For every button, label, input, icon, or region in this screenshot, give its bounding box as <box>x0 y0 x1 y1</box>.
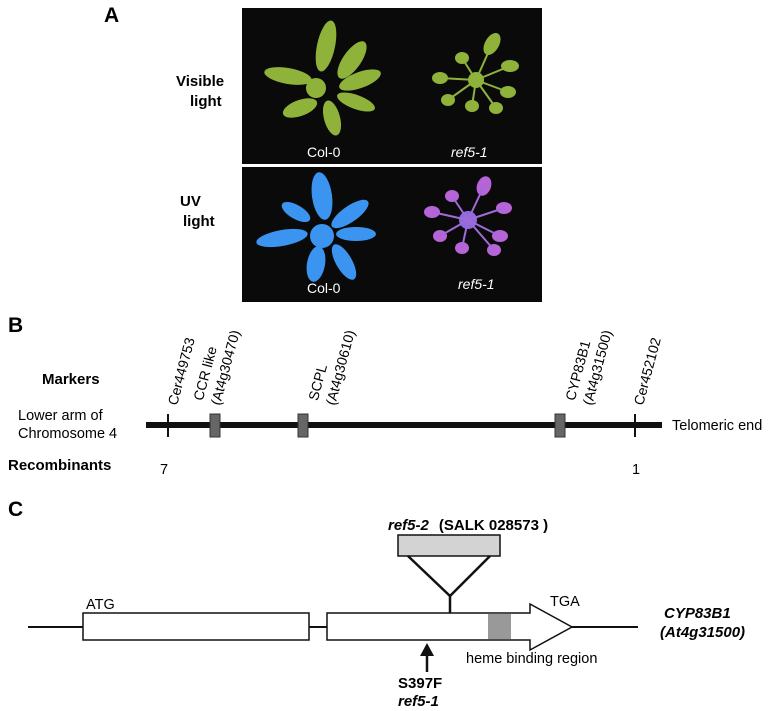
marker-label-cer452102: Cer452102 <box>630 336 663 407</box>
photo-divider <box>242 164 542 167</box>
insertion-line-id: (SALK 028573 ) <box>439 517 548 534</box>
chromosome-label-line2: Chromosome 4 <box>18 426 117 442</box>
recombinant-count-left: 7 <box>160 462 168 478</box>
visible-col0-label: Col-0 <box>307 144 341 160</box>
gene-name: CYP83B1 <box>664 605 731 622</box>
col0-visible-plant <box>264 20 381 136</box>
marker-box-cyp83b1 <box>554 413 566 438</box>
mutation-arrow-head <box>420 643 434 656</box>
gene-locus: (At4g31500) <box>660 624 745 641</box>
uv-ref5-1-label: ref5-1 <box>458 276 495 292</box>
mutation-allele-label: ref5-1 <box>398 693 439 710</box>
marker-label-cer452102-line1: Cer452102 <box>630 336 663 407</box>
insertion-triangle <box>407 555 491 598</box>
atg-label: ATG <box>86 597 115 613</box>
visible-light-label-line1: Visible <box>176 73 224 90</box>
panel-a-letter: A <box>104 4 119 27</box>
tga-label: TGA <box>550 594 580 610</box>
marker-box-ccr-like <box>209 413 221 438</box>
marker-label-cyp83b1: CYP83B1 (At4g31500) <box>562 328 615 407</box>
visible-photo-background <box>242 8 542 164</box>
panel-c-letter: C <box>8 498 23 521</box>
markers-title: Markers <box>42 371 100 388</box>
uv-light-label-line2: light <box>183 213 215 230</box>
marker-box-scpl <box>297 413 309 438</box>
visible-light-label-line2: light <box>190 93 222 110</box>
uv-light-photo: Col-0 ref5-1 <box>242 167 542 302</box>
visible-ref5-1-label: ref5-1 <box>451 144 488 160</box>
recombinants-title: Recombinants <box>8 457 111 474</box>
panel-b-letter: B <box>8 314 23 337</box>
ref5-1-uv-plant <box>424 176 512 256</box>
uv-light-label-line1: UV <box>180 193 201 210</box>
col0-uv-plant <box>256 172 376 282</box>
recombinant-count-right: 1 <box>632 462 640 478</box>
exon-1 <box>82 612 310 641</box>
heme-binding-box <box>488 614 511 639</box>
marker-label-ccr-like: CCR like (At4g30470) <box>190 328 243 407</box>
chromosome-label-line1: Lower arm of <box>18 408 104 424</box>
ref5-1-visible-plant <box>432 33 519 114</box>
uv-col0-label: Col-0 <box>307 280 341 296</box>
visible-light-photo: Col-0 ref5-1 <box>242 8 542 164</box>
heme-binding-label: heme binding region <box>466 651 597 667</box>
tdna-insert-box <box>397 534 501 557</box>
telomeric-end-label: Telomeric end <box>672 418 762 434</box>
insertion-label: ref5-2 (SALK 028573 ) <box>388 517 548 534</box>
mutation-label: S397F <box>398 675 442 692</box>
marker-label-scpl: SCPL (At4g30610) <box>305 328 358 407</box>
insertion-allele: ref5-2 <box>388 517 430 534</box>
